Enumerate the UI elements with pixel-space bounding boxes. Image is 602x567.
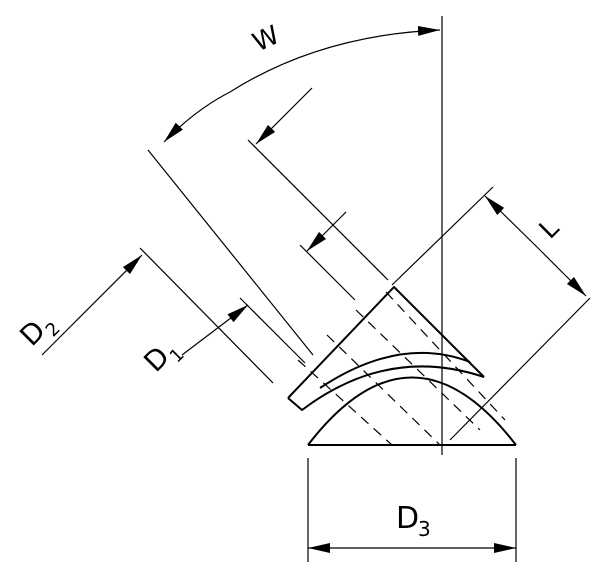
dim-l-line-b xyxy=(537,247,587,297)
hidden-line-4 xyxy=(385,291,506,421)
dim-d1-line xyxy=(181,304,249,356)
label-d1: D 1 xyxy=(137,340,188,379)
ext-l-top xyxy=(247,139,389,281)
saddle-outer-arc xyxy=(307,376,517,446)
label-d3-sub: 3 xyxy=(418,517,431,541)
label-d2: D 2 xyxy=(13,314,64,353)
label-d3-main: D xyxy=(396,501,419,536)
hidden-line-1 xyxy=(297,359,393,446)
hidden-line-2 xyxy=(326,334,441,446)
dim-w-arc xyxy=(229,25,441,93)
dim-l-line-a xyxy=(484,195,539,249)
dim-d2-line xyxy=(41,254,143,356)
branch-inner-arc xyxy=(319,351,471,389)
label-w: W xyxy=(248,20,284,58)
extension-lines xyxy=(139,139,591,562)
ext-d1-top xyxy=(299,244,356,301)
ext-w-outer xyxy=(147,149,314,356)
branch-outline xyxy=(287,286,485,399)
label-l: L xyxy=(534,213,566,245)
label-d3: D 3 xyxy=(396,501,431,541)
ext-l-left xyxy=(449,297,591,441)
saddle-base xyxy=(307,376,517,446)
ext-d2-top xyxy=(139,247,274,384)
dim-l-ref-bottom xyxy=(306,211,347,252)
dimension-lines xyxy=(41,25,587,553)
dim-w-arc-left xyxy=(163,91,231,143)
ext-l-right xyxy=(391,186,494,286)
label-d1-main: D xyxy=(137,340,176,379)
hidden-lines xyxy=(297,291,506,446)
ext-d1-bottom xyxy=(239,297,306,364)
label-d2-main: D xyxy=(13,314,52,353)
branch-body xyxy=(287,286,485,411)
hidden-line-3 xyxy=(355,309,481,431)
dim-l-ref-top xyxy=(255,87,313,145)
